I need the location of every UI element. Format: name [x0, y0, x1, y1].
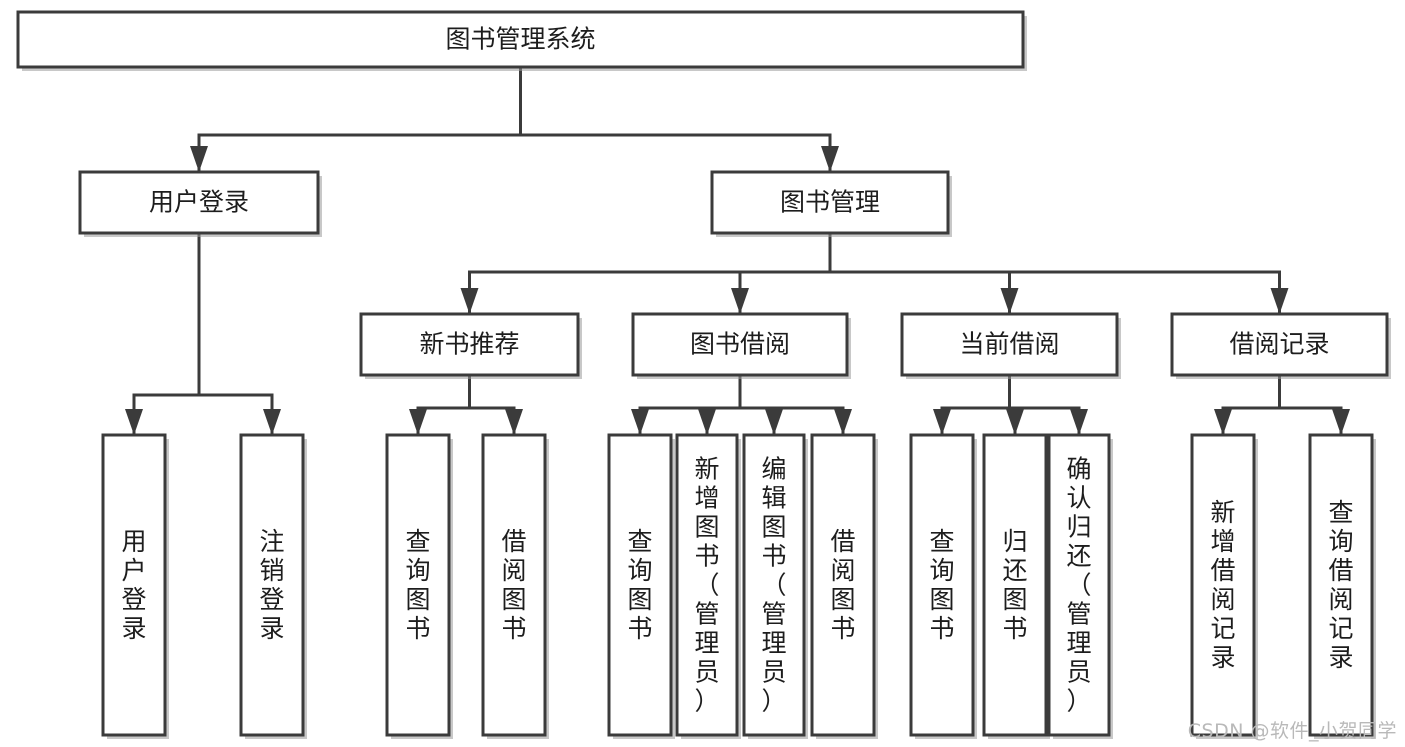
node-box[interactable]	[16, 10, 1025, 69]
node-label: 新书推荐	[419, 330, 519, 359]
node-box[interactable]	[982, 433, 1048, 737]
arrowhead	[698, 409, 716, 435]
node-box[interactable]	[742, 433, 806, 737]
node-leaf-add-borrow-record[interactable]: 新增借阅记录	[1190, 433, 1258, 739]
node-box[interactable]	[900, 312, 1119, 377]
arrowhead	[1214, 409, 1232, 435]
node-label: 确认归还（管理员）	[1066, 455, 1091, 716]
arrowhead	[460, 288, 479, 314]
arrowhead	[834, 409, 852, 435]
node-book-borrow[interactable]: 图书借阅	[631, 312, 851, 379]
node-label: 当前借阅	[959, 330, 1059, 359]
node-leaf-query-book-current[interactable]: 查询图书	[909, 433, 977, 739]
node-label: 用户登录	[121, 527, 146, 643]
node-label: 编辑图书（管理员）	[761, 455, 786, 716]
node-box[interactable]	[1170, 312, 1389, 377]
node-new-book-recommend[interactable]: 新书推荐	[359, 312, 582, 379]
node-leaf-borrow-book-rec[interactable]: 借阅图书	[481, 433, 549, 739]
node-leaf-user-logout[interactable]: 注销登录	[239, 433, 307, 739]
node-box[interactable]	[675, 433, 739, 737]
arrowhead	[631, 409, 649, 435]
node-current-borrow[interactable]: 当前借阅	[900, 312, 1121, 379]
node-label: 新增图书（管理员）	[694, 455, 719, 716]
node-leaf-confirm-return-admin[interactable]: 确认归还（管理员）	[1047, 433, 1113, 739]
node-box[interactable]	[909, 433, 975, 737]
node-label: 用户登录	[149, 188, 249, 217]
arrowhead	[821, 146, 839, 172]
node-label: 图书借阅	[690, 330, 790, 359]
node-label: 借阅图书	[830, 527, 855, 643]
node-label: 查询图书	[929, 527, 954, 643]
node-label: 归还图书	[1002, 527, 1027, 643]
node-leaf-query-borrow-record[interactable]: 查询借阅记录	[1308, 433, 1376, 739]
node-label: 查询图书	[627, 527, 652, 643]
arrowhead	[933, 409, 951, 435]
arrowhead	[1006, 409, 1024, 435]
node-root[interactable]: 图书管理系统	[16, 10, 1027, 71]
node-label: 查询借阅记录	[1328, 498, 1353, 672]
node-leaf-borrow-book[interactable]: 借阅图书	[810, 433, 878, 739]
node-leaf-add-book-admin[interactable]: 新增图书（管理员）	[675, 433, 741, 739]
arrowhead	[505, 409, 523, 435]
node-borrow-record[interactable]: 借阅记录	[1170, 312, 1391, 379]
csdn-watermark: CSDN @软件_小贺同学	[1187, 720, 1397, 742]
node-box[interactable]	[631, 312, 849, 377]
node-user-login[interactable]: 用户登录	[78, 170, 322, 237]
node-box[interactable]	[710, 170, 950, 235]
arrowhead	[190, 146, 208, 172]
arrowhead	[125, 409, 143, 435]
arrowhead	[409, 409, 427, 435]
arrowhead	[1070, 409, 1088, 435]
node-label: 新增借阅记录	[1210, 498, 1235, 672]
node-box[interactable]	[101, 433, 167, 737]
node-box[interactable]	[810, 433, 876, 737]
arrowhead	[1270, 288, 1289, 314]
node-box[interactable]	[607, 433, 673, 737]
node-box[interactable]	[359, 312, 580, 377]
node-label: 借阅记录	[1229, 330, 1329, 359]
node-label: 注销登录	[259, 527, 284, 643]
arrowhead	[263, 409, 281, 435]
arrowhead	[765, 409, 783, 435]
node-box[interactable]	[1047, 433, 1111, 737]
node-box[interactable]	[385, 433, 451, 737]
node-box[interactable]	[239, 433, 305, 737]
arrowhead	[1332, 409, 1350, 435]
node-box[interactable]	[1308, 433, 1374, 737]
node-layer: 图书管理系统用户登录图书管理新书推荐图书借阅当前借阅借阅记录用户登录注销登录查询…	[16, 10, 1391, 739]
arrowhead	[731, 288, 749, 314]
node-box[interactable]	[1190, 433, 1256, 737]
node-leaf-query-book-rec[interactable]: 查询图书	[385, 433, 453, 739]
node-box[interactable]	[481, 433, 547, 737]
node-leaf-return-book[interactable]: 归还图书	[982, 433, 1050, 739]
node-label: 图书管理系统	[445, 25, 595, 54]
node-book-manage[interactable]: 图书管理	[710, 170, 952, 237]
node-leaf-edit-book-admin[interactable]: 编辑图书（管理员）	[742, 433, 808, 739]
node-label: 图书管理	[780, 188, 880, 217]
arrowhead	[1000, 288, 1019, 314]
node-box[interactable]	[78, 170, 320, 235]
node-leaf-query-book-borrow[interactable]: 查询图书	[607, 433, 675, 739]
node-label: 借阅图书	[501, 527, 526, 643]
node-leaf-user-login[interactable]: 用户登录	[101, 433, 169, 739]
connector-layer	[125, 65, 1350, 437]
node-label: 查询图书	[405, 527, 430, 643]
